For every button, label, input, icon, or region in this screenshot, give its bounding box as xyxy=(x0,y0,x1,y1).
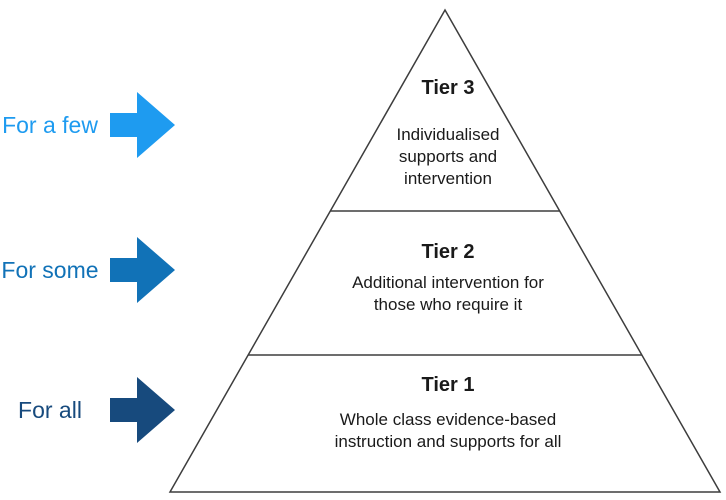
tier1-description: Whole class evidence-based instruction a… xyxy=(334,410,562,451)
tier2-title: Tier 2 xyxy=(421,241,475,263)
audience-label-for-all: For all xyxy=(18,397,82,423)
tier3-description: Individualised supports and intervention xyxy=(396,125,500,188)
audience-row-for-all: For all xyxy=(0,377,175,443)
audience-label-for-some: For some xyxy=(1,257,99,283)
pyramid-triangle xyxy=(168,8,722,493)
audience-row-for-a-few: For a few xyxy=(0,92,175,158)
tier2-description: Additional intervention for those who re… xyxy=(352,273,544,314)
audience-row-for-some: For some xyxy=(0,237,175,303)
right-arrow-icon xyxy=(110,92,175,158)
tier3-title: Tier 3 xyxy=(421,77,475,99)
tier1-title: Tier 1 xyxy=(421,374,475,396)
audience-label-for-a-few: For a few xyxy=(2,112,98,138)
right-arrow-icon xyxy=(110,377,175,443)
right-arrow-icon xyxy=(110,237,175,303)
